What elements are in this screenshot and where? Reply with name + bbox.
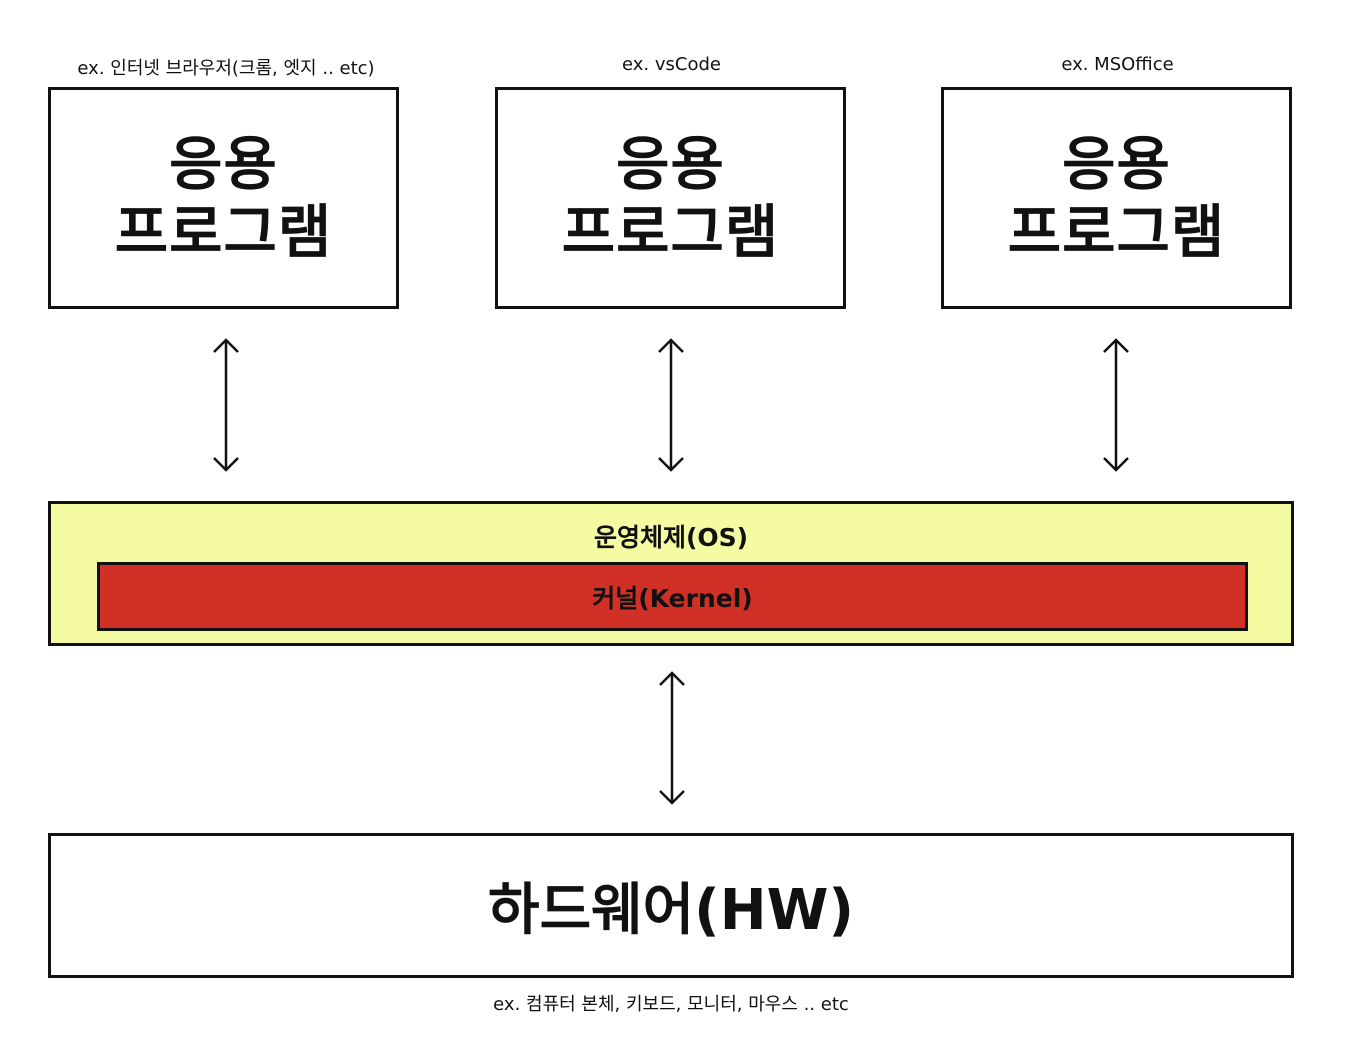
app-box-browser: 응용 프로그램 xyxy=(48,87,399,309)
hardware-box: 하드웨어(HW) xyxy=(48,833,1294,978)
app-caption-vscode: ex. vsCode xyxy=(622,54,721,75)
app-label-line2: 프로그램 xyxy=(1007,198,1226,266)
app-caption-browser: ex. 인터넷 브라우저(크롬, 엣지 .. etc) xyxy=(77,58,375,79)
kernel-label: 커널(Kernel) xyxy=(592,583,753,613)
app-label-line1: 응용 xyxy=(169,130,278,198)
hardware-caption: ex. 컴퓨터 본체, 키보드, 모니터, 마우스 .. etc xyxy=(493,994,849,1015)
app-label-line2: 프로그램 xyxy=(114,198,333,266)
double-arrow-icon xyxy=(1103,338,1129,472)
app-caption-msoffice: ex. MSOffice xyxy=(1061,54,1174,75)
double-arrow-icon xyxy=(658,338,684,472)
app-box-msoffice: 응용 프로그램 xyxy=(941,87,1292,309)
os-title: 운영체제(OS) xyxy=(593,523,749,552)
double-arrow-icon xyxy=(659,671,685,805)
hardware-title: 하드웨어(HW) xyxy=(488,878,854,943)
os-box: 운영체제(OS) 커널(Kernel) xyxy=(48,501,1294,646)
app-label-line1: 응용 xyxy=(1062,130,1171,198)
app-label-line1: 응용 xyxy=(616,130,725,198)
app-box-vscode: 응용 프로그램 xyxy=(495,87,846,309)
double-arrow-icon xyxy=(213,338,239,472)
app-label-line2: 프로그램 xyxy=(561,198,780,266)
kernel-box: 커널(Kernel) xyxy=(97,562,1248,631)
